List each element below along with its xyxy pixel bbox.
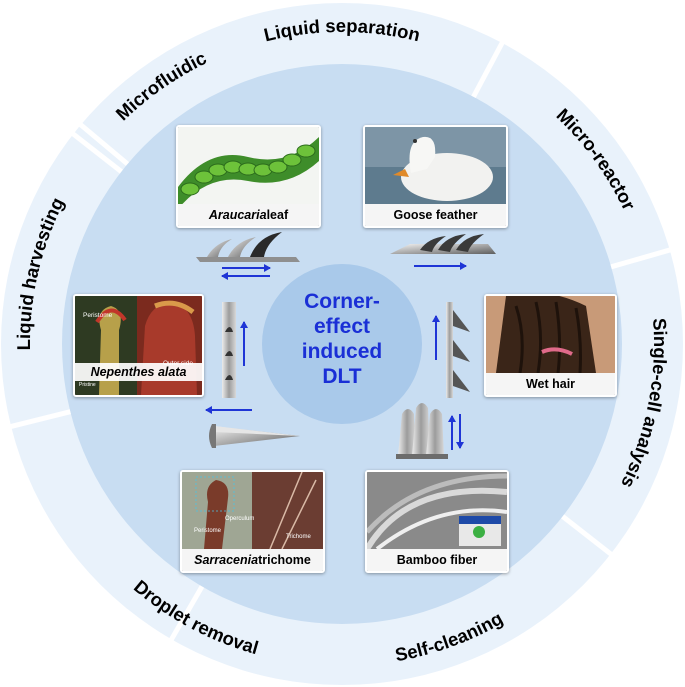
center-line-4: DLT (322, 365, 361, 388)
nepenthes-peristome-label: Peristome (83, 312, 113, 319)
trichome-structure-icon (209, 424, 300, 448)
ring-divider (561, 514, 614, 558)
ring-divider (8, 409, 71, 430)
caption-nepenthes: Nepenthes alata (75, 363, 202, 381)
center-line-1: Corner- (304, 290, 380, 313)
goose-photo (365, 127, 506, 204)
panel-goose: Goose feather (363, 125, 508, 228)
center-text: Corner- effect induced DLT (302, 290, 383, 388)
caption-sarracenia: Sarracenia trichome (182, 549, 323, 571)
caption-wet-hair: Wet hair (486, 373, 615, 395)
sarracenia-trichome-label: Trichome (286, 534, 311, 540)
wet-hair-photo (486, 296, 615, 373)
bamboo-structure-icon (396, 403, 448, 459)
caption-araucaria: Araucaria leaf (178, 204, 319, 226)
caption-bamboo: Bamboo fiber (367, 549, 507, 571)
center-circle (262, 264, 422, 424)
panel-bamboo: Bamboo fiber (365, 470, 509, 573)
nepenthes-structure-icon (222, 302, 236, 398)
ring-divider (77, 121, 130, 166)
bamboo-photo (367, 472, 507, 549)
ring-divider (168, 585, 205, 643)
goose-structure-icon (390, 234, 496, 254)
panel-wet-hair: Wet hair (484, 294, 617, 397)
araucaria-structure-icon (196, 232, 300, 262)
ring-divider (70, 130, 123, 174)
nepenthes-section-label: Pristine (79, 382, 96, 388)
hair-structure-icon (446, 302, 470, 398)
sarracenia-peristome-label: Peristome (194, 528, 222, 534)
sarracenia-photo (182, 472, 323, 549)
caption-goose: Goose feather (365, 204, 506, 226)
sarracenia-operculum-label: Operculum (225, 516, 255, 522)
panel-sarracenia: Operculum Peristome Trichome Sarracenia … (180, 470, 325, 573)
panel-nepenthes: Peristome Outer side Pristine Nepenthes … (73, 294, 204, 397)
center-line-3: induced (302, 340, 383, 363)
panel-araucaria: Araucaria leaf (176, 125, 321, 228)
ring-divider (610, 247, 673, 270)
araucaria-photo (178, 127, 319, 204)
ring-divider (471, 39, 506, 98)
center-line-2: effect (314, 315, 370, 338)
